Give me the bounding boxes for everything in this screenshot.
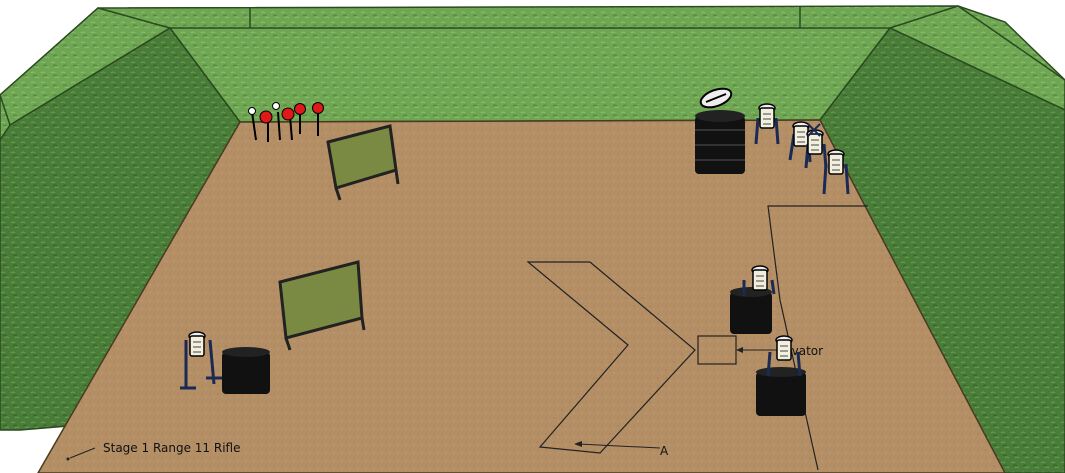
stage-title: Stage 1 Range 11 Rifle xyxy=(103,441,240,455)
barrel-icon xyxy=(695,110,745,174)
barrel-icon xyxy=(730,287,772,334)
point-a-label: A xyxy=(660,444,669,458)
barrel-icon xyxy=(222,347,270,394)
